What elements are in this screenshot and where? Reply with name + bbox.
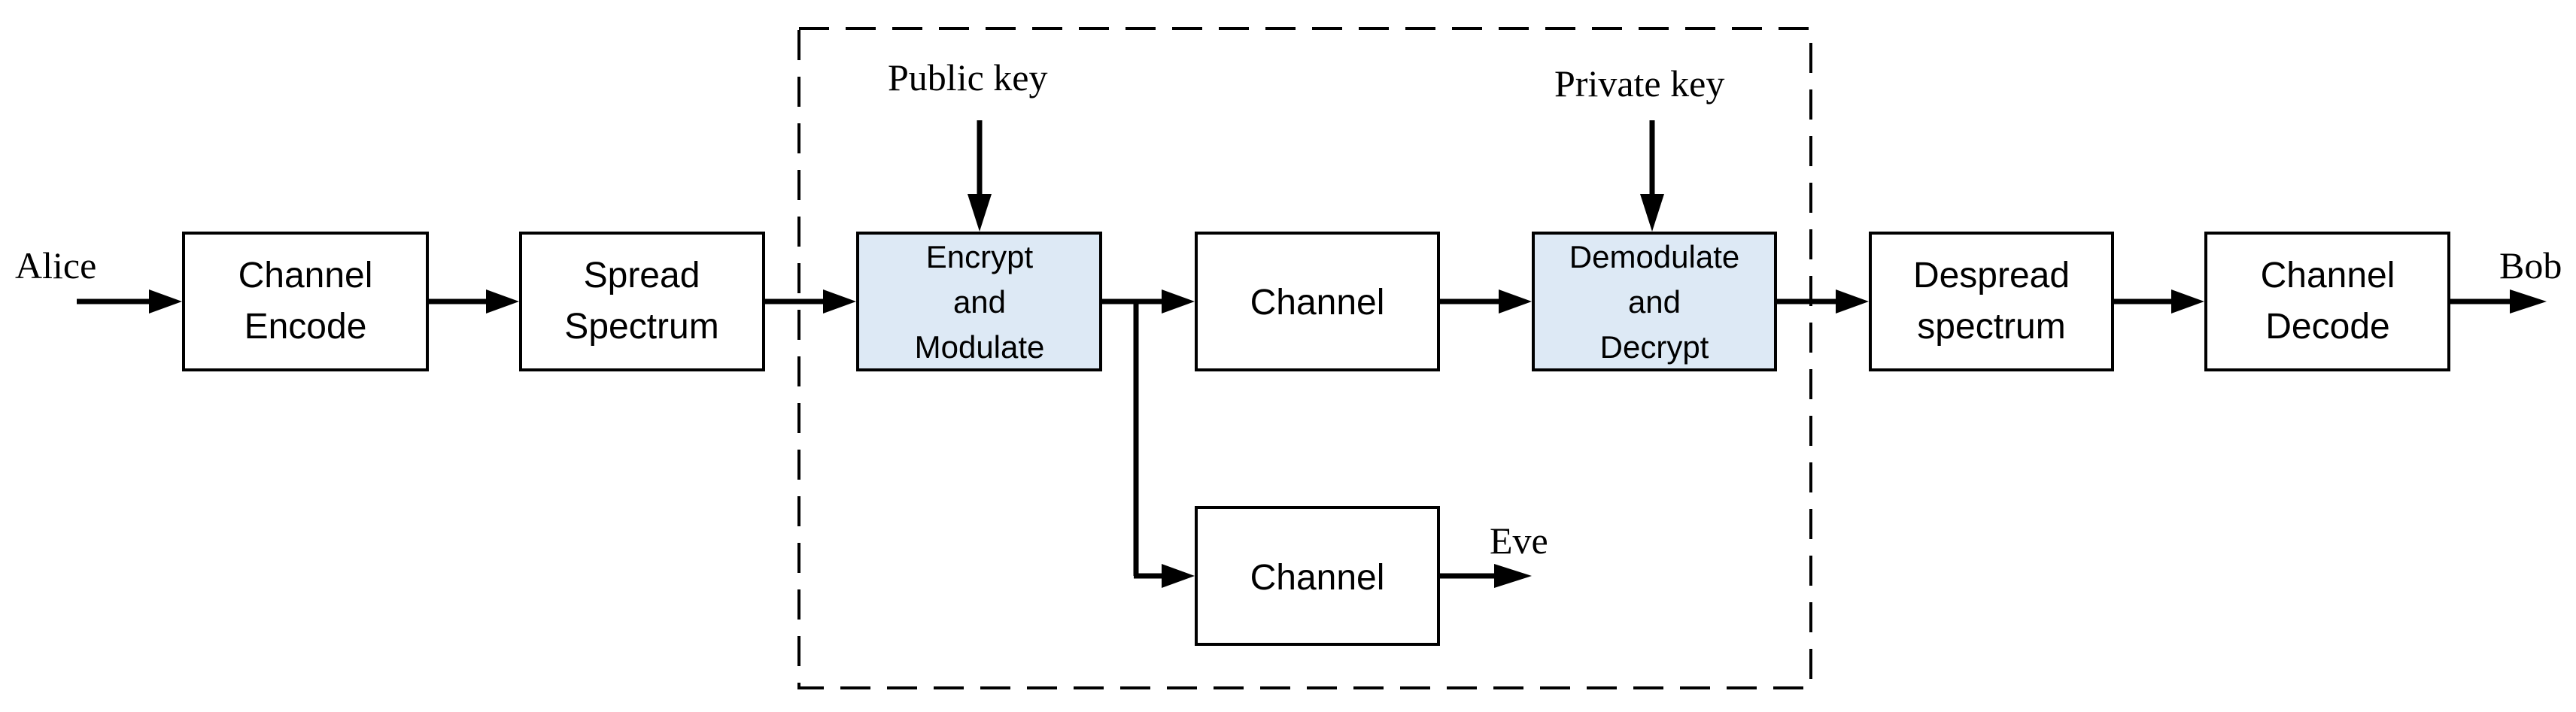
channel-encode-label-1: Channel xyxy=(238,256,373,295)
arrowhead-bob-output xyxy=(2510,289,2547,314)
arrowhead-despread-input xyxy=(1836,289,1869,314)
signal-wires xyxy=(77,120,2513,579)
arrowhead-demod-input xyxy=(1499,289,1532,314)
channel-decode-label-2: Decode xyxy=(2265,307,2389,347)
spread-spectrum-label-1: Spread xyxy=(584,256,700,295)
block-channel-encode: Channel Encode xyxy=(182,232,429,371)
secure-region-boundary xyxy=(797,27,1812,689)
arrowhead-eve-channel-input xyxy=(1162,564,1195,588)
eve-label: Eve xyxy=(1490,520,1548,562)
arrowheads xyxy=(149,194,2547,588)
demodulate-decrypt-label-3: Decrypt xyxy=(1600,329,1709,365)
demodulate-decrypt-label-2: and xyxy=(1628,284,1681,320)
channel-decode-label-1: Channel xyxy=(2261,256,2395,295)
block-spread-spectrum: Spread Spectrum xyxy=(519,232,765,371)
channel-main-box xyxy=(1195,232,1440,371)
arrowhead-private-key xyxy=(1640,194,1664,232)
arrowhead-encrypt-input xyxy=(823,289,856,314)
encrypt-modulate-label-3: Modulate xyxy=(915,329,1045,365)
block-encrypt-modulate: Encrypt and Modulate xyxy=(856,232,1102,371)
demodulate-decrypt-label-1: Demodulate xyxy=(1569,239,1739,274)
channel-main-label: Channel xyxy=(1250,283,1385,323)
block-channel-decode: Channel Decode xyxy=(2204,232,2450,371)
despread-spectrum-box xyxy=(1869,232,2114,371)
encrypt-modulate-label-1: Encrypt xyxy=(926,239,1034,274)
bob-label: Bob xyxy=(2499,244,2562,286)
arrowhead-public-key xyxy=(968,194,992,232)
arrowhead-decode-input xyxy=(2171,289,2204,314)
channel-decode-box xyxy=(2204,232,2450,371)
arrowhead-encode-input xyxy=(149,289,182,314)
block-demodulate-decrypt: Demodulate and Decrypt xyxy=(1532,232,1777,371)
block-channel-main: Channel xyxy=(1195,232,1440,371)
arrowhead-eve-output xyxy=(1494,564,1532,588)
private-key-label: Private key xyxy=(1554,62,1724,105)
channel-encode-label-2: Encode xyxy=(245,307,367,347)
encrypt-modulate-box xyxy=(856,232,1102,371)
channel-encode-box xyxy=(182,232,429,371)
encrypt-modulate-label-2: and xyxy=(953,284,1006,320)
despread-spectrum-label-2: spectrum xyxy=(1917,307,2065,347)
block-channel-eve: Channel xyxy=(1195,506,1440,646)
alice-label: Alice xyxy=(15,244,96,286)
demodulate-decrypt-box xyxy=(1532,232,1777,371)
spread-spectrum-label-2: Spectrum xyxy=(564,307,718,347)
arrowhead-channel-input xyxy=(1162,289,1195,314)
public-key-label: Public key xyxy=(888,56,1047,98)
block-despread-spectrum: Despread spectrum xyxy=(1869,232,2114,371)
channel-eve-box xyxy=(1195,506,1440,646)
despread-spectrum-label-1: Despread xyxy=(1913,256,2070,295)
channel-eve-label: Channel xyxy=(1250,558,1385,598)
spread-spectrum-box xyxy=(519,232,765,371)
arrowhead-spread-input xyxy=(486,289,519,314)
